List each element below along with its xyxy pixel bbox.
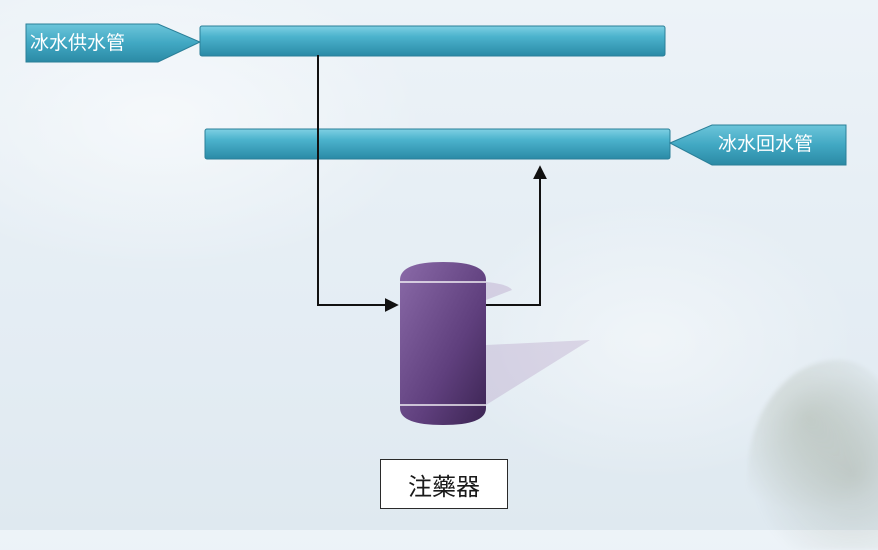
flow-diagram [25,23,847,425]
supply-flow-arrow [317,55,399,312]
return-pipe [204,128,671,160]
tank-shadow [486,282,512,300]
supply-pipe-label: 冰水供水管 [30,32,126,54]
supply-pipe-tag [25,23,202,63]
return-pipe-label: 冰水回水管 [718,133,814,155]
tank-shadow-lower [486,340,590,405]
injector-tank [400,262,486,425]
injector-label: 注藥器 [380,459,508,509]
supply-pipe [199,25,666,57]
return-pipe-tag [668,124,847,166]
return-flow-arrow [486,165,547,306]
